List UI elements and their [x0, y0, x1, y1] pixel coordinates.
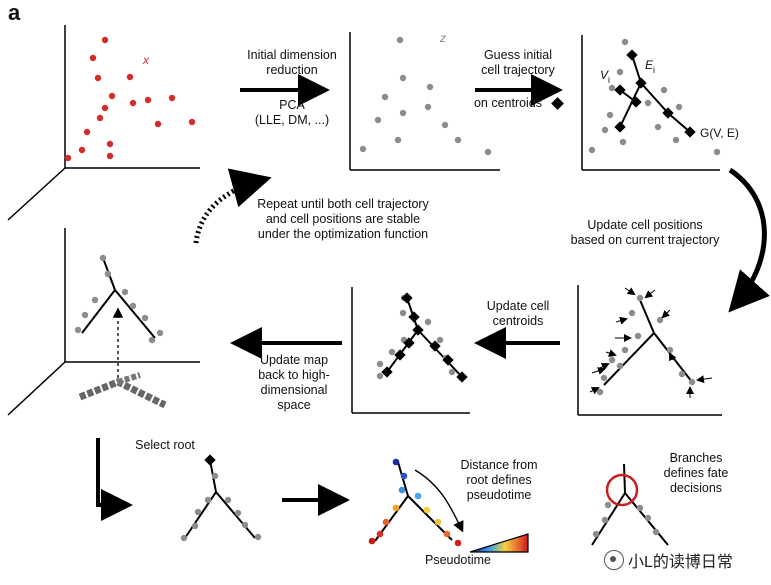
projected-shadow — [78, 372, 167, 409]
panel-graph-trajectory: V i E i G(V, E) — [581, 35, 739, 171]
panel-select-root — [180, 454, 262, 542]
label-repeat: Repeat until both cell trajectory and ce… — [257, 197, 429, 241]
v-label: V — [600, 68, 609, 82]
label-on-centroids: on centroids — [473, 96, 543, 110]
label-pca: PCA (LLE, DM, ...) — [254, 98, 330, 127]
e-sub: i — [653, 65, 655, 75]
e-label: E — [645, 58, 654, 72]
label-update-map: Update map back to high- dimensional spa… — [258, 353, 330, 412]
label-update-positions: Update cell positions based on current t… — [570, 218, 720, 247]
v-sub: i — [608, 75, 610, 85]
panel-3d-tree — [7, 228, 200, 416]
graph-label: G(V, E) — [700, 126, 739, 140]
panel-2d-gray-points: z — [349, 31, 500, 171]
red-point-cloud — [64, 36, 196, 162]
branch-circle — [605, 473, 639, 507]
panel-3d-red-points: x — [7, 25, 200, 221]
watermark-text: 小L的读博日常 — [628, 554, 733, 571]
panel-branches — [591, 463, 669, 546]
panel-centroids — [351, 287, 470, 414]
label-initial-dimension: Initial dimension reduction — [247, 48, 337, 77]
label-update-centroids: Update cell centroids — [486, 299, 550, 328]
pseudotime-colorbar — [469, 533, 529, 553]
watermark: 小L的读博日常 — [604, 548, 733, 572]
wechat-icon — [604, 550, 624, 570]
label-distance-pseudotime: Distance from root defines pseudotime — [460, 458, 538, 502]
x-mark: x — [142, 53, 150, 67]
arrow-repeat-dotted — [193, 168, 272, 244]
arrow-update-positions — [728, 167, 770, 313]
panel-letter: a — [8, 0, 21, 25]
panel-pseudotime — [368, 458, 464, 547]
label-branches: Branches defines fate decisions — [663, 451, 729, 495]
z-mark: z — [439, 31, 446, 45]
label-guess-trajectory: Guess initial cell trajectory — [481, 48, 555, 77]
arrow-down-right — [96, 438, 133, 521]
label-select-root: Select root — [135, 438, 195, 452]
label-pseudotime: Pseudotime — [424, 553, 491, 567]
panel-update-positions — [577, 285, 722, 416]
